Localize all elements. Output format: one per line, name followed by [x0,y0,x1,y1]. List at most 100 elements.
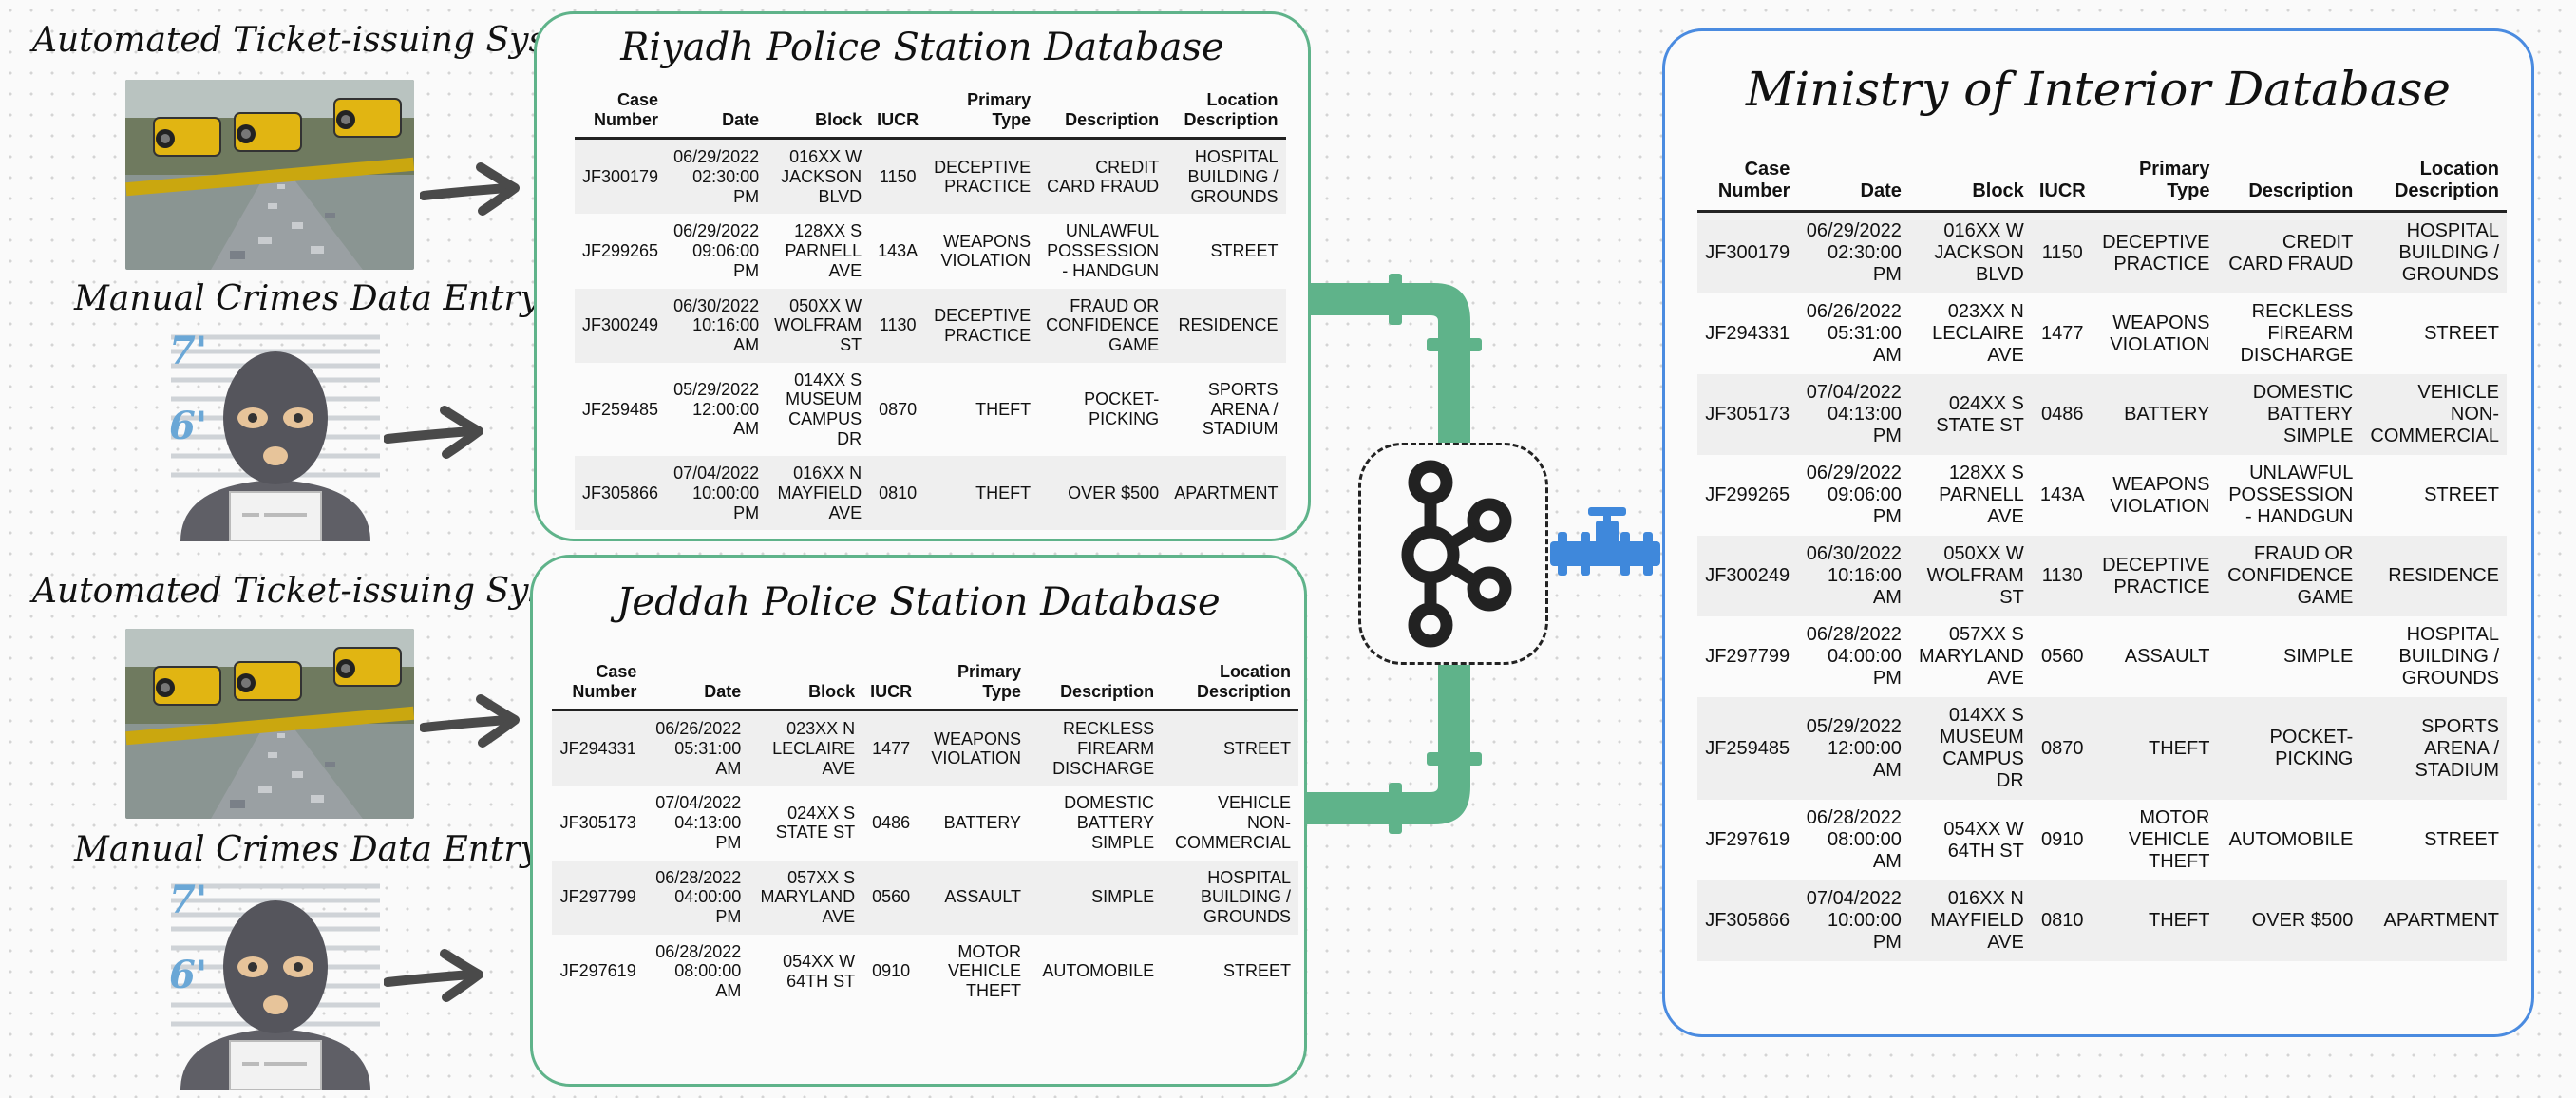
table-cell: JF297619 [1705,829,1790,850]
table-cell: OVER $500 [1038,456,1167,531]
column-header: Date [644,658,749,712]
table-cell: FRAUD OR CONFIDENCE GAME [1038,288,1167,363]
table-cell: POCKET-PICKING [2217,697,2361,800]
table-cell: WEAPONS VIOLATION [2110,473,2210,517]
table-cell: AUTOMOBILE [1042,961,1155,981]
pipe-segment [1307,283,1392,315]
table-cell: 06/26/2022 05:31:00 AM [1806,301,1902,366]
table-cell: DECEPTIVE PRACTICE [2093,211,2218,293]
table-cell: POCKET-PICKING [1084,389,1160,428]
column-header: Case Number [1697,155,1798,213]
pipe-segment [1307,792,1392,824]
table-cell: THEFT [2093,880,2218,961]
column-header: Case Number [552,658,645,712]
table-cell: RESIDENCE [2360,536,2507,616]
table-cell: 06/29/2022 09:06:00 PM [1806,463,1902,527]
table-cell: DOMESTIC BATTERY SIMPLE [1064,793,1155,852]
table-cell: 0870 [879,399,918,419]
table-cell: STREET [2424,484,2499,505]
column-header: Location Description [1166,86,1286,141]
ministry-database-title: Ministry of Interior Database [1746,62,2451,117]
automated-systems-label-top: Automated Ticket-issuing Systems [32,21,631,60]
table-cell: 1150 [2031,211,2093,293]
pipe-elbow [1402,766,1470,824]
table-cell: 016XX N MAYFIELD AVE [1908,880,2032,961]
table-cell: JF305173 [559,813,636,833]
table-cell: 023XX N LECLAIRE AVE [748,710,863,786]
table-cell: 024XX S STATE ST [775,803,856,842]
table-cell: 06/28/2022 04:00:00 PM [644,860,749,935]
pipe-joint [1427,752,1482,766]
table-cell: 0560 [2041,646,2084,667]
height-mark-7ft: 7' [169,878,208,922]
table-cell: 0810 [2031,880,2093,961]
table-cell: 07/04/2022 04:13:00 PM [1797,374,1909,455]
table-cell: THEFT [975,399,1032,419]
column-header: Description [1038,86,1167,141]
table-cell: 1477 [2041,323,2084,344]
column-header: IUCR [862,658,920,712]
pipe-joint [1427,338,1482,351]
table-cell: MOTOR VEHICLE THEFT [2128,807,2210,872]
table-cell: APARTMENT [1166,456,1286,531]
table-cell: HOSPITAL BUILDING / GROUNDS [2360,211,2507,293]
table-cell: JF300179 [575,138,667,215]
table-cell: STREET [2424,829,2499,850]
table-cell: AUTOMOBILE [2228,829,2354,850]
table-cell: CREDIT CARD FRAUD [2217,211,2361,293]
table-cell: 06/29/2022 02:30:00 PM [666,138,767,215]
table-cell: JF294331 [552,710,645,786]
table-cell: STREET [1162,710,1298,786]
table-cell: VEHICLE NON-COMMERCIAL [1174,793,1291,852]
table-cell: 057XX S MARYLAND AVE [1919,624,2024,689]
riyadh-database-title: Riyadh Police Station Database [620,26,1224,69]
table-cell: 06/30/2022 10:16:00 AM [666,288,767,363]
table-cell: JF300179 [1697,211,1798,293]
jeddah-database-panel: Jeddah Police Station Database Case Numb… [530,555,1307,1087]
table-cell: 016XX W JACKSON BLVD [1908,211,2032,293]
table-cell: 128XX S PARNELL AVE [785,221,862,280]
manual-entry-label-top: Manual Crimes Data Entry [74,279,540,318]
table-cell: JF297799 [1705,646,1790,667]
column-header: Location Description [2360,155,2507,213]
table-cell: SIMPLE [2282,646,2354,667]
table-cell: VEHICLE NON-COMMERCIAL [2360,374,2507,455]
table-cell: 06/29/2022 09:06:00 PM [673,221,760,280]
table-cell: ASSAULT [919,860,1030,935]
column-header: Primary Type [919,658,1030,712]
table-cell: SPORTS ARENA / STADIUM [2360,697,2507,800]
kafka-logo-icon [1401,460,1512,648]
table-cell: UNLAWFUL POSSESSION - HANDGUN [1047,221,1160,280]
table-cell: STREET [1222,961,1291,981]
table-cell: 06/26/2022 05:31:00 AM [644,710,749,786]
table-cell: OVER $500 [2217,880,2361,961]
table-cell: 07/04/2022 10:00:00 PM [666,456,767,531]
table-cell: 143A [878,241,919,261]
table-cell: JF297619 [559,961,636,981]
column-header: Block [767,86,870,141]
kafka-hub [1358,443,1548,665]
column-header: Block [1908,155,2032,213]
table-cell: DECEPTIVE PRACTICE [926,288,1039,363]
table-cell: 023XX N LECLAIRE AVE [1932,301,2024,366]
table-cell: JF305866 [575,456,667,531]
table-cell: 07/04/2022 10:00:00 PM [1797,880,1909,961]
table-cell: 016XX N MAYFIELD AVE [767,456,870,531]
column-header: Case Number [575,86,667,141]
table-cell: 050XX W WOLFRAM ST [767,288,870,363]
column-header: Description [2217,155,2361,213]
table-cell: APARTMENT [2360,880,2507,961]
table-cell: 054XX W 64TH ST [783,951,856,991]
table-cell: 024XX S STATE ST [1908,374,2032,455]
